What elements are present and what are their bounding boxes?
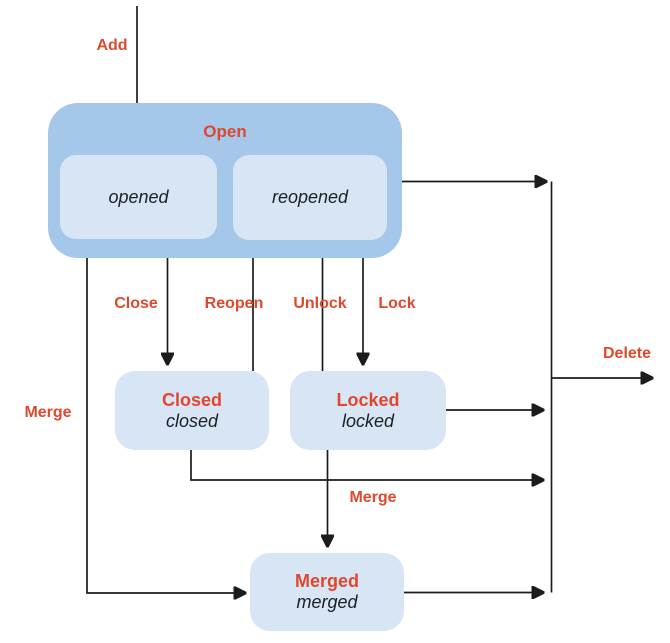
edge-label-unlock: Unlock xyxy=(293,295,347,312)
opened-state-label: opened xyxy=(108,186,169,207)
state-node-closed: Closed closed xyxy=(115,371,269,450)
edge-label-merge-locked: Merge xyxy=(349,489,397,506)
edge-label-lock: Lock xyxy=(378,295,416,312)
edge-closed-to-delete-bus-arrow xyxy=(190,450,543,480)
state-group-open: Open opened reopened xyxy=(48,103,402,258)
locked-node-title: Locked xyxy=(336,389,400,410)
edge-label-merge-open: Merge xyxy=(24,404,72,421)
edge-label-delete: Delete xyxy=(602,345,652,362)
state-node-locked: Locked locked xyxy=(290,371,446,450)
state-node-merged: Merged merged xyxy=(250,553,404,631)
edge-label-reopen: Reopen xyxy=(204,295,264,312)
merged-state-label: merged xyxy=(296,592,358,612)
state-node-reopened: reopened xyxy=(233,155,387,240)
reopened-state-label: reopened xyxy=(271,187,349,207)
edge-label-add: Add xyxy=(96,37,128,54)
open-group-title: Open xyxy=(203,122,247,141)
edge-label-close: Close xyxy=(114,295,158,312)
merged-node-title: Merged xyxy=(294,571,359,591)
locked-state-label: locked xyxy=(341,410,395,431)
state-node-opened: opened xyxy=(60,155,217,239)
closed-node-title: Closed xyxy=(161,389,222,410)
edge-merge-open-to-merged-arrow xyxy=(86,258,245,593)
closed-state-label: closed xyxy=(165,410,219,431)
